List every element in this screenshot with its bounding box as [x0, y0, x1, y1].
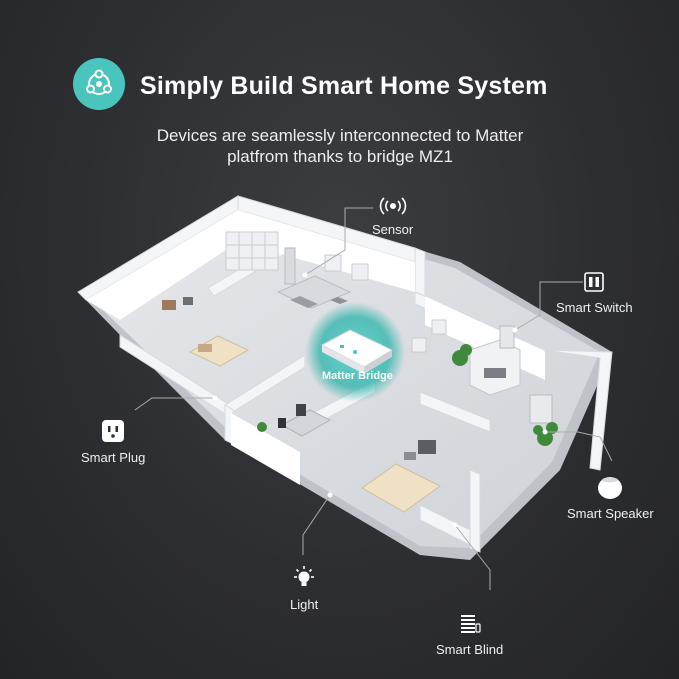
bedroom-bed-bottom	[361, 440, 441, 513]
callout-lines	[134, 207, 613, 590]
device-smart-plug: Smart Plug	[81, 418, 145, 465]
device-smart-speaker: Smart Speaker	[567, 474, 654, 521]
window-grid	[225, 231, 447, 353]
bedroom-bed-top	[162, 297, 250, 367]
device-label: Sensor	[372, 222, 414, 237]
room-fixtures	[198, 247, 296, 352]
device-label: Smart Speaker	[567, 506, 654, 521]
kitchen	[469, 325, 553, 424]
header: Simply Build Smart Home System Devices a…	[0, 0, 679, 170]
device-light: Light	[290, 565, 318, 612]
wall-switch-icon	[584, 272, 605, 292]
matter-bridge-label: Matter Bridge	[322, 370, 393, 382]
office-desk	[278, 404, 332, 437]
plants	[257, 344, 558, 446]
device-sensor: Sensor	[372, 196, 413, 237]
page-title: Simply Build Smart Home System	[140, 72, 548, 100]
subtitle-line-2: platfrom thanks to bridge MZ1	[227, 147, 453, 166]
speaker-icon	[598, 477, 623, 499]
living-room-sofa	[276, 275, 352, 309]
device-label: Light	[290, 597, 319, 612]
device-smart-switch: Smart Switch	[556, 270, 633, 315]
window-blind-icon	[460, 615, 481, 633]
device-label: Smart Switch	[556, 300, 633, 315]
page-subtitle: Devices are seamlessly interconnected to…	[100, 125, 580, 167]
device-label: Smart Plug	[81, 450, 146, 465]
power-outlet-icon	[102, 420, 125, 442]
wireless-sensor-icon	[379, 197, 406, 215]
device-label: Smart Blind	[436, 642, 504, 657]
house-wall-faces	[86, 210, 545, 485]
matter-bridge-device	[305, 302, 405, 402]
callout-dots	[212, 272, 548, 528]
network-hub-icon	[73, 58, 125, 110]
subtitle-line-1: Devices are seamlessly interconnected to…	[156, 126, 524, 145]
device-smart-blind: Smart Blind	[436, 612, 503, 657]
light-bulb-icon	[294, 566, 315, 586]
